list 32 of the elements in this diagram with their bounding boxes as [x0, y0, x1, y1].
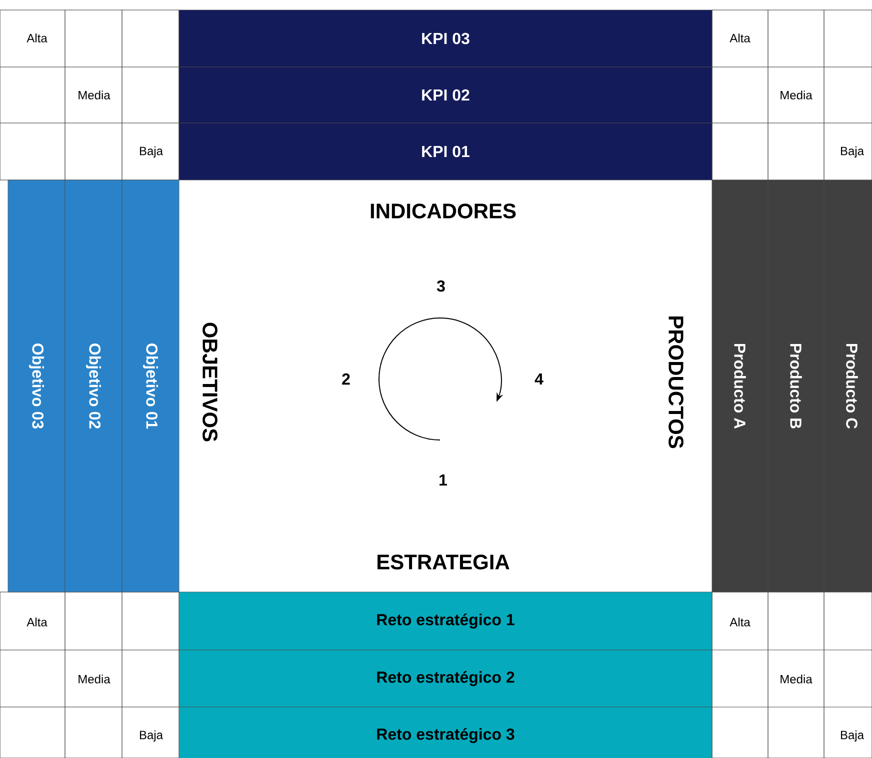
product-band: Producto A	[712, 180, 768, 592]
challenge-bar: Reto estratégico 3	[178, 706, 712, 758]
rating-cell: Media	[78, 90, 110, 100]
objective-band: Objetivo 03	[8, 180, 66, 592]
section-heading: PRODUCTOS	[668, 316, 684, 448]
challenge-bar: Reto estratégico 2	[178, 650, 712, 708]
step-number: 2	[342, 373, 350, 385]
challenge-bar: Reto estratégico 1	[178, 592, 712, 650]
rating-cell: Media	[780, 90, 812, 100]
rating-cell: Baja	[140, 146, 163, 158]
step-number: 1	[440, 474, 447, 486]
objective-band: Objetivo 01	[122, 180, 180, 592]
step-number: 4	[534, 374, 544, 384]
rating-cell: Alta	[730, 34, 750, 42]
section-heading: INDICADORES	[370, 204, 516, 218]
step-number: 3	[436, 280, 445, 292]
rating-cell: Baja	[841, 146, 864, 158]
rating-cell: Baja	[841, 730, 864, 742]
rating-cell: Alta	[26, 618, 48, 626]
section-heading: ESTRATEGIA	[378, 554, 510, 570]
product-band: Producto B	[768, 180, 824, 592]
rating-cell: Baja	[140, 730, 163, 742]
rating-cell: Media	[78, 674, 110, 684]
kpi-bar: KPI 01	[178, 122, 712, 180]
rating-cell: Alta	[730, 618, 750, 626]
kpi-bar: KPI 03	[178, 10, 712, 68]
rating-cell: Media	[780, 674, 812, 684]
kpi-bar: KPI 02	[178, 66, 712, 124]
section-heading: OBJETIVOS	[202, 322, 218, 442]
objective-band: Objetivo 02	[64, 180, 122, 592]
rating-cell: Alta	[26, 34, 48, 42]
product-band: Producto C	[824, 180, 872, 592]
